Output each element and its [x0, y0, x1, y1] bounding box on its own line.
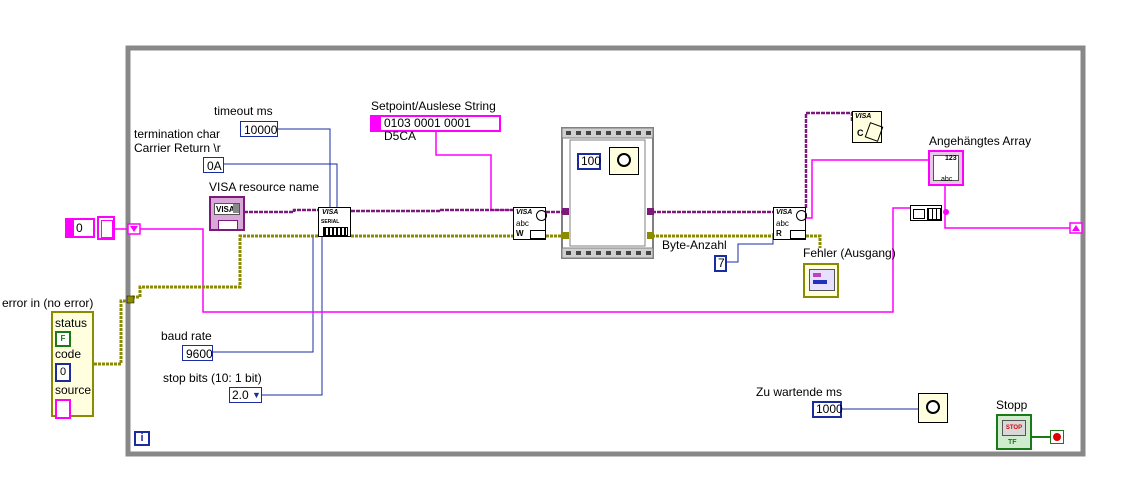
stopwatch-icon [926, 400, 940, 414]
visa-write-node[interactable]: VISA abc W [513, 207, 547, 240]
baud-rate-label: baud rate [161, 329, 212, 343]
visa-resource-control[interactable]: VISA [209, 196, 245, 231]
array-str-text: abc [941, 176, 953, 183]
string-constant-handle [372, 117, 381, 130]
stop-icon [1053, 433, 1061, 441]
code-numeric[interactable]: 0 [55, 363, 71, 382]
angehaengtes-array-label: Angehängtes Array [929, 134, 1032, 148]
string-element [101, 220, 113, 238]
stop-bits-ring[interactable]: 2.0 ▼ [229, 387, 262, 403]
byte-count-constant[interactable]: 7 [714, 255, 727, 272]
visa-configure-serial-node[interactable]: VISA SERIAL [318, 207, 351, 237]
timer-icon [796, 210, 807, 221]
stop-bits-value: 2.0 [232, 388, 249, 402]
wait-ms-node-bottom[interactable] [918, 393, 948, 423]
source-string[interactable] [55, 399, 71, 419]
increment-icon [67, 220, 74, 236]
timer-icon [536, 210, 547, 221]
close-hand-icon [864, 122, 884, 142]
delay-constant[interactable]: 100 [577, 153, 601, 170]
angehaengtes-array-indicator[interactable]: 123 abc [928, 150, 964, 186]
io-icon [218, 220, 238, 230]
loop-condition-terminal[interactable] [1050, 430, 1064, 444]
error-in-label: error in (no error) [2, 296, 94, 310]
chevron-down-icon: ▼ [252, 390, 261, 400]
read-text: R [776, 229, 782, 238]
status-boolean[interactable]: F [55, 331, 71, 347]
serial-port-icon [323, 227, 348, 236]
string-array-control[interactable] [97, 216, 115, 240]
visa-text: VISA [855, 113, 872, 120]
error-tunnel[interactable] [126, 295, 135, 304]
index-value: 0 [76, 221, 83, 235]
build-array-node[interactable] [910, 205, 942, 221]
byte-anzahl-label: Byte-Anzahl [662, 238, 727, 252]
setpoint-label: Setpoint/Auslese String [371, 99, 496, 113]
chevron-down-icon [233, 204, 239, 213]
port-icon [530, 230, 546, 239]
setpoint-string-value: 0103 0001 0001 D5CA [384, 116, 471, 143]
visa-text: VISA [322, 209, 339, 216]
visa-text: VISA [776, 209, 793, 216]
write-text: W [516, 229, 524, 238]
source-label: source [55, 383, 92, 397]
termination-char-label: termination char [134, 127, 221, 141]
iteration-terminal[interactable]: i [134, 431, 150, 446]
serial-text: SERIAL [321, 219, 340, 225]
port-icon [790, 230, 806, 239]
tf-text: TF [1008, 439, 1017, 446]
visa-resource-label: VISA resource name [209, 180, 320, 194]
zu-wartende-label: Zu wartende ms [756, 385, 843, 399]
code-label: code [55, 347, 82, 361]
stopp-label: Stopp [996, 398, 1028, 412]
wait-ms-node[interactable] [609, 147, 639, 175]
carrier-return-label: Carrier Return \r [134, 141, 221, 155]
while-loop-border[interactable] [125, 45, 1086, 457]
termination-char-constant[interactable]: 0A [203, 157, 224, 173]
stop-text: STOP [1002, 420, 1026, 436]
stop-bits-label: stop bits (10: 1 bit) [163, 371, 262, 385]
visa-text: VISA [516, 209, 533, 216]
fehler-ausgang-label: Fehler (Ausgang) [803, 246, 896, 260]
stopwatch-icon [617, 153, 631, 167]
setpoint-string-constant[interactable]: 0103 0001 0001 D5CA [370, 115, 501, 143]
error-in-cluster[interactable]: status F code 0 source [51, 311, 94, 419]
close-text: C [857, 128, 864, 138]
wait-ms-constant[interactable]: 1000 [812, 401, 843, 418]
abc-text: abc [776, 219, 789, 228]
wire-junction [943, 209, 949, 215]
timeout-constant[interactable]: 10000 [240, 121, 278, 137]
array-num-text: 123 [945, 155, 957, 162]
index-control[interactable]: 0 [65, 218, 95, 238]
fehler-ausgang-indicator[interactable] [803, 263, 839, 298]
stopp-button-terminal[interactable]: STOP TF [996, 414, 1032, 450]
timeout-label: timeout ms [214, 104, 273, 118]
abc-text: abc [516, 219, 529, 228]
visa-close-node[interactable]: VISA C [852, 111, 884, 143]
baud-rate-constant[interactable]: 9600 [182, 345, 213, 361]
array-icon [927, 208, 941, 220]
visa-read-node[interactable]: VISA abc R [773, 207, 807, 240]
status-label: status [55, 316, 88, 330]
